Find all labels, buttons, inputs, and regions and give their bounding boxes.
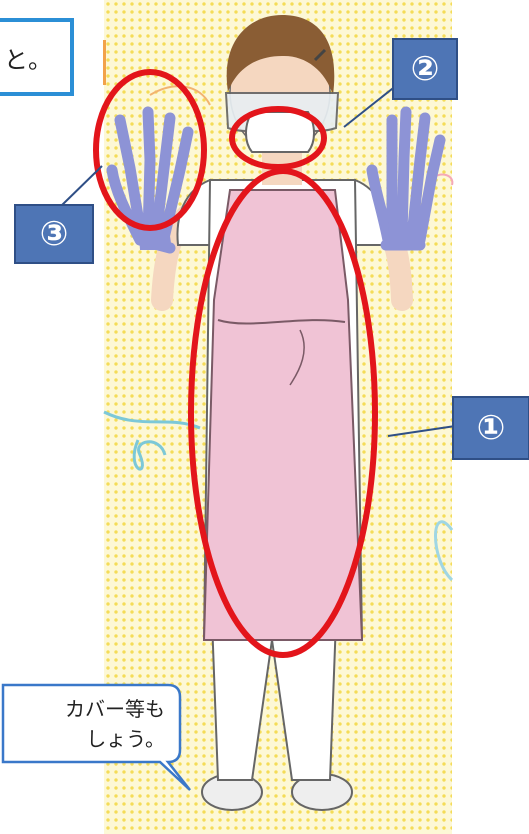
trousers	[212, 620, 336, 780]
speech-bubble-text: カバー等も しょう。	[0, 690, 175, 758]
speech-bubble-line-1: カバー等も	[65, 694, 165, 724]
right-glove-cuff	[388, 222, 422, 250]
decor-arc	[436, 522, 453, 580]
marker-2: ②	[392, 38, 458, 100]
mask	[246, 112, 314, 152]
top-note-text: と。	[4, 40, 52, 75]
leader-line-3	[60, 166, 102, 207]
decor-swirl	[104, 412, 200, 428]
apron	[204, 190, 362, 640]
marker-1: ①	[452, 396, 529, 460]
decor-swirl-loop	[134, 440, 165, 469]
decor-bar	[103, 40, 106, 85]
leader-line-1	[388, 425, 462, 436]
speech-bubble-line-2: しょう。	[86, 724, 165, 754]
top-note-box: と。	[0, 18, 74, 96]
marker-3: ③	[14, 204, 94, 264]
